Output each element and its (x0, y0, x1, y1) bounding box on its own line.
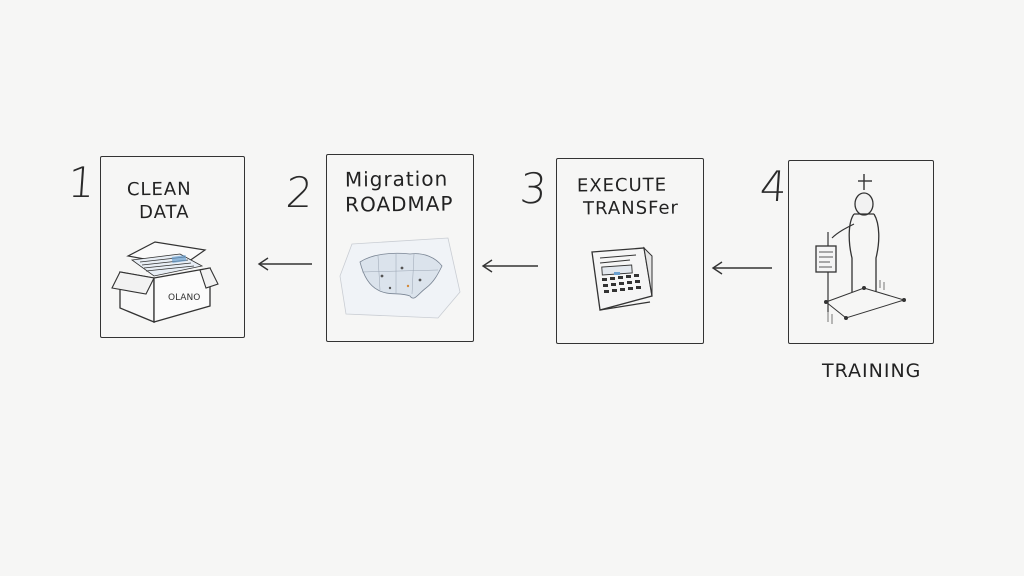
map-icon (339, 237, 461, 319)
step-4-card (788, 160, 934, 344)
step-2-title: Migration ROADMAP (345, 167, 454, 218)
step-1-card: CLEAN DATA (100, 156, 245, 338)
calculator-document-icon (591, 246, 653, 311)
step-3-number: 3 (518, 164, 549, 213)
step-2-title-line-2: ROADMAP (345, 191, 454, 217)
step-1-title-line-2: DATA (139, 201, 190, 223)
arrow-step-4-to-3 (711, 261, 772, 275)
arrow-step-2-to-1 (257, 257, 312, 271)
step-4-number: 4 (758, 162, 789, 211)
step-2-title-line-1: Migration (344, 166, 449, 192)
step-1-title-line-1: CLEAN (126, 178, 192, 201)
step-3-title-line-1: EXECUTE (576, 174, 668, 197)
step-3-title-line-2: TRANSFer (583, 197, 680, 219)
step-1-number: 1 (66, 158, 97, 207)
step-2-number: 2 (284, 168, 315, 217)
step-4-title: TRAINING (822, 360, 922, 382)
step-1-title: CLEAN DATA (127, 179, 192, 225)
step-3-card: EXECUTE TRANSFer (556, 158, 704, 344)
arrow-step-3-to-2 (481, 259, 538, 273)
person-with-sign-icon (815, 174, 906, 324)
box-label: OLANO (168, 293, 200, 303)
step-2-card: Migration ROADMAP (326, 154, 474, 342)
step-3-title: EXECUTE TRANSFer (577, 175, 679, 221)
open-box-of-papers-icon: OLANO (111, 241, 219, 323)
